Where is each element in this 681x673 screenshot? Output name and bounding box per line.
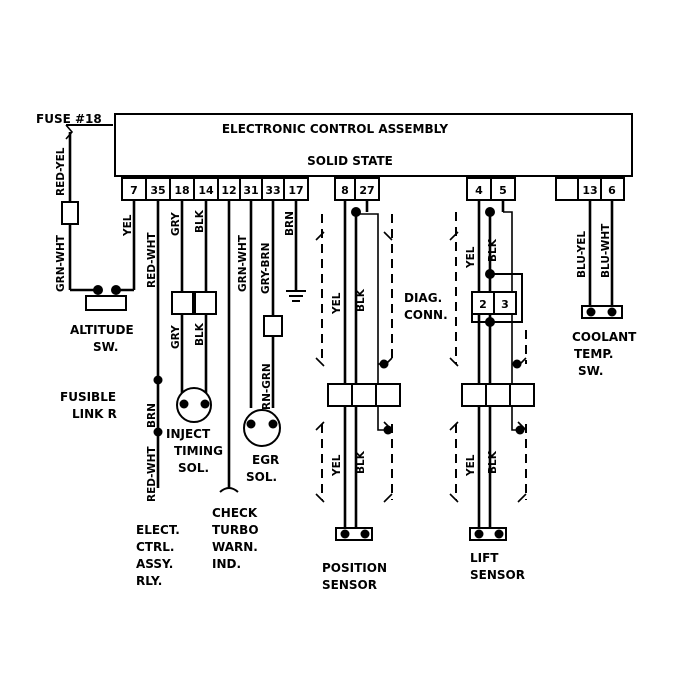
pin-label: 27 (359, 184, 374, 197)
splice-dot (153, 427, 163, 437)
coolant-label: SW. (578, 364, 603, 378)
inline-fuse (61, 201, 79, 225)
lift-label: SENSOR (470, 568, 525, 582)
inject-timing-solenoid (176, 387, 212, 423)
check-label: TURBO (212, 523, 259, 537)
pin-label: 12 (221, 184, 236, 197)
inject-connector (171, 291, 217, 315)
lift-label: LIFT (470, 551, 499, 565)
wire-color-label: GRN-WHT (237, 234, 249, 292)
wire-color-label: BLK (194, 322, 206, 346)
egr-label: SOL. (246, 470, 277, 484)
egr-solenoid (243, 409, 281, 447)
wire-color-label: BLK (355, 288, 367, 312)
wire-color-label: YEL (331, 292, 343, 315)
wire-color-label: GRY-BRN (260, 243, 272, 294)
wire-color-label: RED-WHT (146, 446, 158, 502)
connector-block-left (121, 177, 309, 201)
wire-color-label: BRN (146, 403, 158, 428)
wire-color-label: BLK (194, 209, 206, 233)
diag-label: DIAG. (404, 291, 442, 305)
fuse-symbol (65, 124, 74, 140)
pin-label: 14 (198, 184, 214, 197)
diag-connector (471, 291, 517, 315)
fusible-label: LINK R (72, 407, 117, 421)
wire-color-label: GRY (170, 325, 182, 349)
wire-color-label: BRN (284, 211, 296, 236)
ground-icon (286, 290, 306, 302)
wire-color-label: YEL (122, 214, 134, 237)
altitude-label: ALTITUDE (70, 323, 134, 337)
wire-color-label: YEL (465, 246, 477, 269)
wire-color-label: BLK (355, 450, 367, 474)
position-sensor-harness (315, 200, 401, 541)
ecu-title: ELECTRONIC CONTROL ASSEMBLY (222, 122, 449, 136)
splice-dot (153, 375, 163, 385)
egr-resistor (263, 315, 283, 337)
pin-label: 17 (288, 184, 303, 197)
connector-block-coolant (555, 177, 625, 201)
pin-label: 6 (608, 184, 616, 197)
wire-color-label: BLU-YEL (576, 231, 588, 278)
wire-color-label: GRY (170, 212, 182, 236)
coolant-label: COOLANT (572, 330, 637, 344)
wire-color-label: GRN-WHT (55, 234, 67, 292)
position-label: POSITION (322, 561, 387, 575)
wire-color-label: BRN-GRN (261, 363, 273, 418)
diag-pin-label: 3 (501, 298, 509, 311)
diag-pin-label: 2 (479, 298, 487, 311)
wire-color-label: BLK (487, 238, 499, 262)
connector-block-position (334, 177, 380, 201)
position-label: SENSOR (322, 578, 377, 592)
pin-label: 35 (150, 184, 165, 197)
coolant-label: TEMP. (574, 347, 613, 361)
wire-color-label: YEL (331, 454, 343, 477)
egr-label: EGR (252, 453, 279, 467)
pin-label: 5 (499, 184, 507, 197)
pin-label: 18 (174, 184, 189, 197)
wire-color-label: BLK (487, 450, 499, 474)
diag-label: CONN. (404, 308, 448, 322)
coolant-temp-switch (581, 305, 623, 319)
check-label: WARN. (212, 540, 258, 554)
connector-block-lift (466, 177, 516, 201)
elect-label: ASSY. (136, 557, 173, 571)
wire-color-label: YEL (465, 454, 477, 477)
pin-label: 4 (475, 184, 483, 197)
elect-label: CTRL. (136, 540, 174, 554)
wire-color-label: RED-YEL (55, 147, 67, 196)
check-label: IND. (212, 557, 241, 571)
inject-label: INJECT (166, 427, 211, 441)
altitude-label: SW. (93, 340, 118, 354)
ecu-subtitle: SOLID STATE (307, 154, 393, 168)
altitude-switch (85, 285, 127, 311)
pin-label: 33 (265, 184, 280, 197)
pin-label: 8 (341, 184, 349, 197)
fusible-label: FUSIBLE (60, 390, 116, 404)
check-label: CHECK (212, 506, 258, 520)
pin-label: 31 (243, 184, 258, 197)
pin-label: 7 (130, 184, 138, 197)
pin-label: 13 (582, 184, 597, 197)
inject-label: TIMING (174, 444, 223, 458)
ecu-box (114, 113, 633, 177)
wire-color-label: RED-WHT (146, 232, 158, 288)
wire-color-label: BLU-WHT (600, 223, 612, 278)
connector-end (219, 487, 239, 493)
lift-sensor-harness (449, 200, 535, 541)
elect-label: RLY. (136, 574, 162, 588)
inject-label: SOL. (178, 461, 209, 475)
fuse-label: FUSE #18 (36, 112, 102, 126)
elect-label: ELECT. (136, 523, 180, 537)
